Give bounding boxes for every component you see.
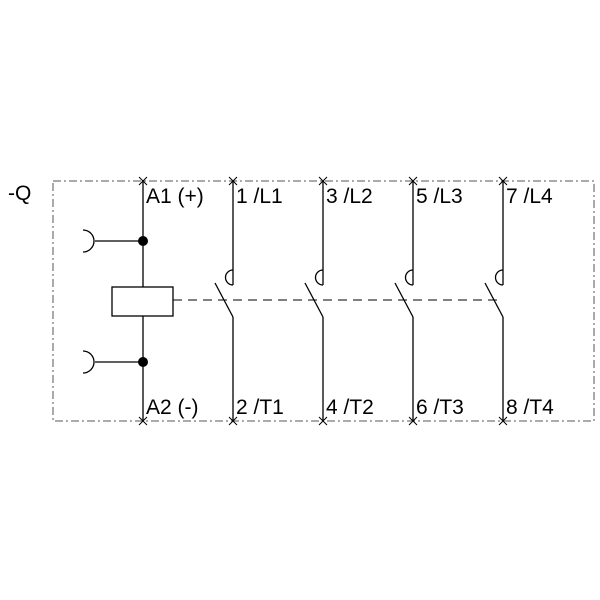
arc-hook-icon <box>314 269 324 286</box>
coil-body <box>111 286 174 317</box>
main-contact <box>304 176 328 426</box>
device-label: -Q <box>8 182 31 205</box>
main-contact <box>394 176 418 426</box>
contact-terminal-top: 1 /L1 <box>236 185 283 208</box>
coil-terminal-a1: A1 (+) <box>146 185 204 208</box>
contact-blade <box>484 282 504 318</box>
terminal-connector-icon <box>82 229 95 253</box>
contact-terminal-bottom: 8 /T4 <box>506 396 554 419</box>
contact-blade <box>214 282 234 318</box>
terminal-connector-icon <box>82 350 95 374</box>
arc-hook-icon <box>494 269 504 286</box>
contact-blade <box>394 282 414 318</box>
junction-dot <box>138 236 148 246</box>
contact-terminal-top: 5 /L3 <box>416 185 463 208</box>
arc-hook-icon <box>404 269 414 286</box>
contact-terminal-bottom: 4 /T2 <box>326 396 374 419</box>
coil-terminal-a2: A2 (-) <box>146 396 199 419</box>
contact-terminal-bottom: 2 /T1 <box>236 396 284 419</box>
main-contact <box>484 176 508 426</box>
contact-blade <box>304 282 324 318</box>
contact-terminal-top: 7 /L4 <box>506 185 553 208</box>
main-contact <box>214 176 238 426</box>
junction-dot <box>138 357 148 367</box>
contact-terminal-bottom: 6 /T3 <box>416 396 464 419</box>
coil <box>82 176 174 426</box>
contact-terminal-top: 3 /L2 <box>326 185 373 208</box>
arc-hook-icon <box>224 269 234 286</box>
